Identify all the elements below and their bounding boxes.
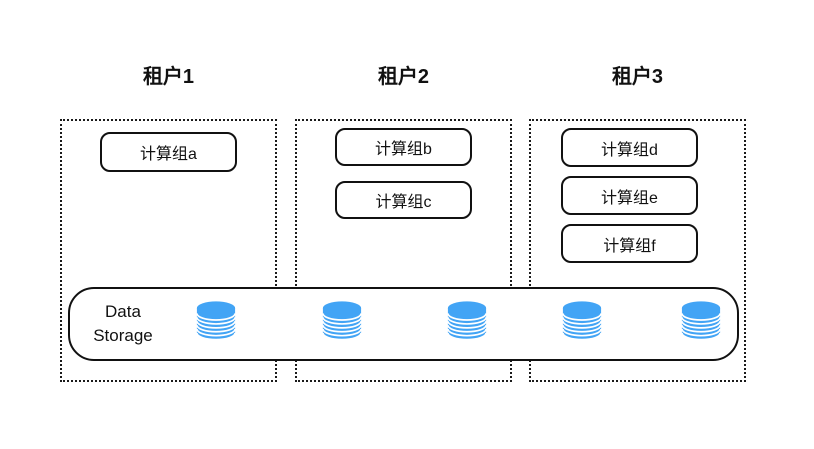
tenant-1-title: 租户1 bbox=[142, 66, 195, 88]
tenant-1-box bbox=[60, 119, 277, 382]
compute-group-b: 计算组b bbox=[335, 128, 472, 166]
database-cylinder-icon bbox=[321, 300, 363, 341]
tenant-2-box bbox=[295, 119, 512, 382]
compute-group-d: 计算组d bbox=[561, 128, 698, 167]
data-storage-box: Data Storage bbox=[68, 287, 739, 361]
tenant-2-title: 租户2 bbox=[377, 66, 430, 88]
compute-group-a: 计算组a bbox=[100, 132, 237, 172]
compute-group-c: 计算组c bbox=[335, 181, 472, 219]
data-storage-label: Data Storage bbox=[93, 302, 153, 345]
database-cylinder-icon bbox=[446, 300, 488, 341]
tenant-3-title: 租户3 bbox=[611, 66, 664, 88]
database-cylinder-icon bbox=[561, 300, 603, 341]
database-cylinder-icon bbox=[680, 300, 722, 341]
tenant-3-box bbox=[529, 119, 746, 382]
database-cylinder-icon bbox=[195, 300, 237, 341]
compute-group-e: 计算组e bbox=[561, 176, 698, 215]
compute-group-f: 计算组f bbox=[561, 224, 698, 263]
